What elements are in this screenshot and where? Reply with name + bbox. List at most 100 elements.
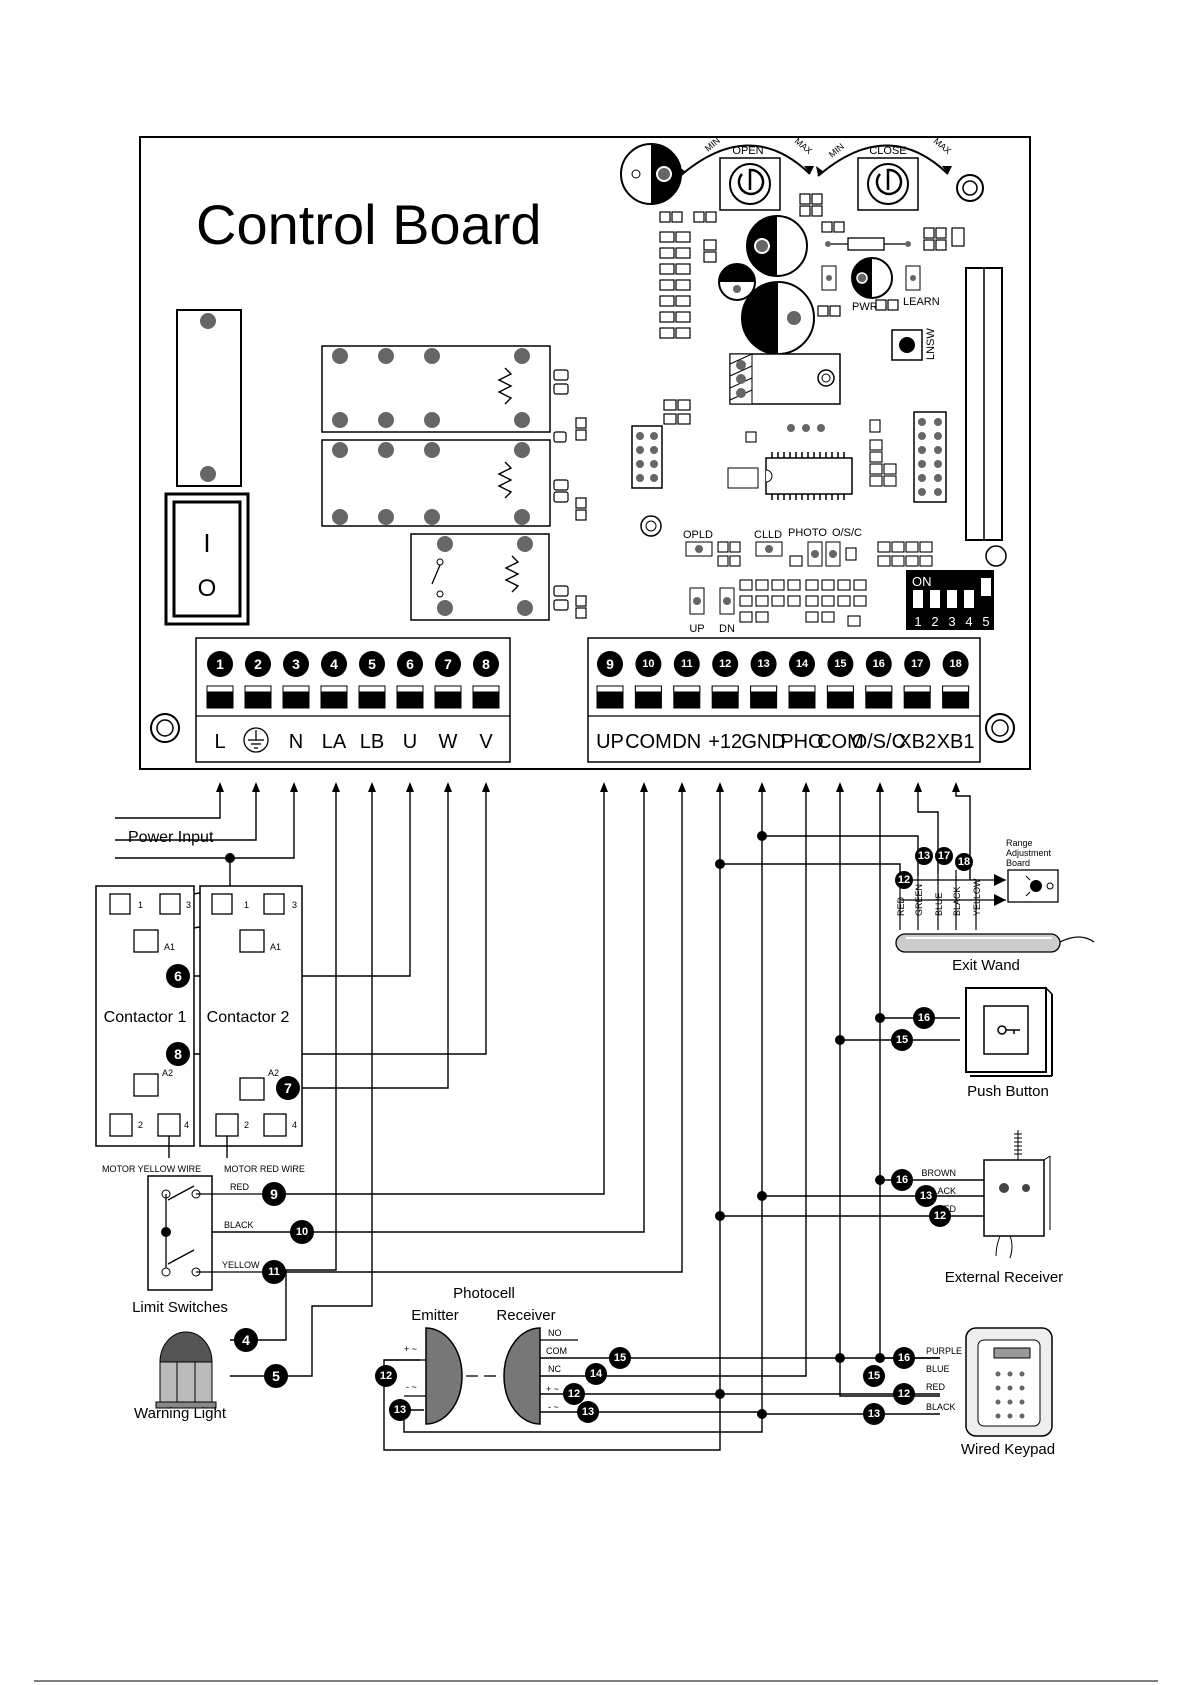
terminal-label: U bbox=[403, 731, 417, 753]
badge-er-12: 12 bbox=[929, 1205, 951, 1227]
terminal-number-badge bbox=[245, 651, 271, 677]
contactor-1-label: Contactor 1 bbox=[104, 1009, 187, 1026]
svg-text:13: 13 bbox=[920, 1190, 932, 1202]
dip-3: 3 bbox=[948, 614, 955, 629]
terminal-1: 1L bbox=[206, 651, 234, 753]
badge-pc-12: 12 bbox=[563, 1383, 585, 1405]
terminal-number: 14 bbox=[796, 658, 809, 670]
terminal-label: W bbox=[439, 731, 458, 753]
ls-yellow-label: YELLOW bbox=[222, 1260, 260, 1270]
clld-label: CLLD bbox=[754, 529, 782, 541]
svg-text:16: 16 bbox=[896, 1174, 908, 1186]
terminal-number: 13 bbox=[757, 658, 769, 670]
badge-er-16: 16 bbox=[891, 1169, 913, 1191]
fuse-holder bbox=[176, 309, 242, 487]
recv-com: COM bbox=[546, 1346, 567, 1356]
terminal-label: O/S/C bbox=[852, 731, 906, 753]
emitter-body bbox=[425, 1327, 463, 1425]
terminal-3: 3N bbox=[282, 651, 310, 753]
exit-wand-label: Exit Wand bbox=[952, 957, 1020, 974]
dip-2: 2 bbox=[931, 614, 938, 629]
terminal-label: COM bbox=[817, 731, 864, 753]
terminal-number-badge bbox=[283, 651, 309, 677]
terminal-label: V bbox=[479, 731, 493, 753]
c1-pin1: 1 bbox=[138, 900, 143, 910]
svg-text:16: 16 bbox=[898, 1352, 910, 1364]
wired-keypad-label: Wired Keypad bbox=[961, 1441, 1055, 1458]
terminal-label: UP bbox=[596, 731, 624, 753]
c2-pin3: 3 bbox=[292, 900, 297, 910]
recv-plus: + ~ bbox=[546, 1384, 559, 1394]
badge-rb-17: 17 bbox=[935, 847, 953, 865]
terminal-number: 12 bbox=[719, 658, 731, 670]
terminal-number: 18 bbox=[949, 658, 961, 670]
terminal-label: XB1 bbox=[937, 731, 975, 753]
svg-text:4: 4 bbox=[242, 1332, 250, 1348]
microcontroller bbox=[727, 424, 853, 500]
terminal-4: 4LA bbox=[320, 651, 348, 753]
terminal-number-badge bbox=[207, 651, 233, 677]
up-led-label: UP bbox=[689, 623, 704, 635]
badge-pc-14: 14 bbox=[585, 1363, 607, 1385]
badge-pb-15: 15 bbox=[891, 1029, 913, 1051]
svg-text:5: 5 bbox=[272, 1368, 280, 1384]
limit-switches: Limit Switches RED BLACK YELLOW bbox=[132, 1175, 280, 1316]
terminal-6: 6U bbox=[396, 651, 424, 753]
svg-text:13: 13 bbox=[868, 1408, 880, 1420]
terminal-label: L bbox=[214, 731, 225, 753]
terminals-right: 9UP10COM11DN12+1213GND14PHO15COM16O/S/C1… bbox=[596, 651, 975, 753]
warning-light-label: Warning Light bbox=[134, 1405, 227, 1422]
range-board-label-3: Board bbox=[1006, 858, 1030, 868]
opld-label: OPLD bbox=[683, 529, 713, 541]
badge-pb-16: 16 bbox=[913, 1007, 935, 1029]
terminal-number: 17 bbox=[911, 658, 923, 670]
badge-9: 9 bbox=[262, 1182, 286, 1206]
ls-red-label: RED bbox=[230, 1182, 250, 1192]
photocell: Photocell Emitter Receiver + ~ - ~ NO CO… bbox=[384, 1285, 578, 1425]
ls-black-label: BLACK bbox=[224, 1220, 254, 1230]
receiver-label: Receiver bbox=[496, 1307, 555, 1324]
control-board: Control Board I O bbox=[139, 135, 1031, 770]
c2-pin4: 4 bbox=[292, 1120, 297, 1130]
svg-text:15: 15 bbox=[896, 1034, 908, 1046]
terminal-number-badge bbox=[359, 651, 385, 677]
pwr-label: PWR bbox=[852, 301, 878, 313]
svg-text:14: 14 bbox=[590, 1368, 603, 1380]
terminal-label: XB2 bbox=[898, 731, 936, 753]
terminal-number-badge bbox=[942, 651, 969, 677]
kp-red: RED bbox=[926, 1382, 946, 1392]
badge-kp-15: 15 bbox=[863, 1365, 885, 1387]
badge-er-13: 13 bbox=[915, 1185, 937, 1207]
limit-switches-label: Limit Switches bbox=[132, 1299, 228, 1316]
pot-open-label: OPEN bbox=[732, 145, 763, 157]
terminal-number-badge bbox=[635, 651, 662, 677]
svg-text:13: 13 bbox=[582, 1406, 594, 1418]
svg-text:9: 9 bbox=[270, 1186, 278, 1202]
ew-blue: BLUE bbox=[934, 892, 944, 916]
c2-a1: A1 bbox=[270, 942, 281, 952]
relay-components bbox=[553, 369, 587, 619]
terminal-number: 10 bbox=[642, 658, 654, 670]
terminal-number: 16 bbox=[873, 658, 885, 670]
terminal-label: +12 bbox=[708, 731, 742, 753]
recv-no: NO bbox=[548, 1328, 562, 1338]
emitter-minus: - ~ bbox=[406, 1382, 417, 1392]
badge-7: 7 bbox=[276, 1076, 300, 1100]
terminal-5: 5LB bbox=[358, 651, 386, 753]
earth-symbol bbox=[243, 727, 269, 753]
headers bbox=[631, 267, 1007, 567]
relay-1 bbox=[321, 345, 551, 433]
svg-text:6: 6 bbox=[174, 968, 182, 984]
ew-yellow: YELLOW bbox=[972, 878, 982, 916]
kp-purple: PURPLE bbox=[926, 1346, 962, 1356]
badge-rb-12: 12 bbox=[895, 871, 913, 889]
terminal-number: 7 bbox=[444, 656, 452, 672]
emitter-label: Emitter bbox=[411, 1307, 459, 1324]
photocell-label: Photocell bbox=[453, 1285, 515, 1302]
terminal-label: LA bbox=[322, 731, 347, 753]
contactor-1 bbox=[95, 885, 195, 1147]
terminal-label: COM bbox=[625, 731, 672, 753]
